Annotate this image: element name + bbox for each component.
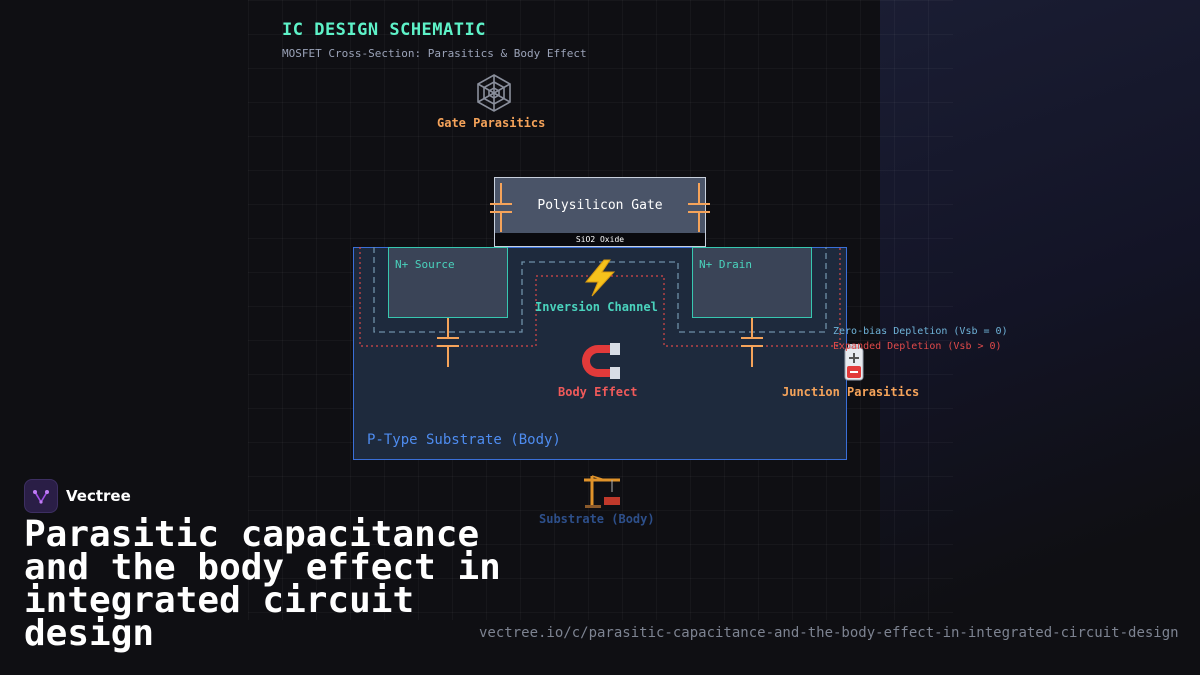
source-label: N+ Source — [395, 258, 455, 271]
zero-bias-depletion-source — [373, 247, 827, 333]
source-well — [388, 247, 508, 318]
gate-parasitics-label: Gate Parasitics — [437, 116, 546, 130]
oxide-layer: SiO2 Oxide — [494, 233, 706, 247]
inversion-channel-label: Inversion Channel — [535, 300, 658, 314]
vectree-logo-icon — [33, 490, 49, 504]
oxide-label: SiO2 Oxide — [575, 235, 625, 244]
legend-zero-bias: Zero-bias Depletion (Vsb = 0) — [833, 326, 1008, 337]
junction-parasitics-label: Junction Parasitics — [782, 385, 920, 399]
page-url: vectree.io/c/parasitic-capacitance-and-t… — [479, 625, 1179, 641]
drain-label: N+ Drain — [699, 258, 752, 271]
crane-icon — [584, 475, 620, 508]
web-icon — [477, 74, 511, 112]
background-glow — [880, 0, 1200, 675]
gate-label: Polysilicon Gate — [537, 198, 663, 213]
diagram-subtitle: MOSFET Cross-Section: Parasitics & Body … — [282, 47, 587, 60]
diagram-title: IC DESIGN SCHEMATIC — [282, 20, 486, 40]
legend-expanded: Expanded Depletion (Vsb > 0) — [833, 341, 1002, 352]
junction-capacitor-source — [437, 318, 459, 367]
substrate-inner-label: P-Type Substrate (Body) — [367, 432, 561, 448]
drain-well — [692, 247, 812, 318]
page-headline: Parasitic capacitance and the body effec… — [24, 514, 501, 654]
body-effect-label: Body Effect — [558, 385, 638, 399]
gate-capacitor-right — [688, 183, 710, 232]
substrate-outer-label: Substrate (Body) — [539, 512, 655, 526]
gate-capacitor-left — [490, 183, 512, 232]
junction-capacitor-drain — [741, 318, 763, 367]
vectree-logo — [24, 479, 58, 513]
brand-name: Vectree — [66, 487, 131, 505]
polysilicon-gate: Polysilicon Gate — [494, 177, 706, 234]
battery-icon — [844, 344, 864, 381]
lightning-icon — [584, 259, 616, 297]
magnet-icon — [582, 343, 620, 379]
